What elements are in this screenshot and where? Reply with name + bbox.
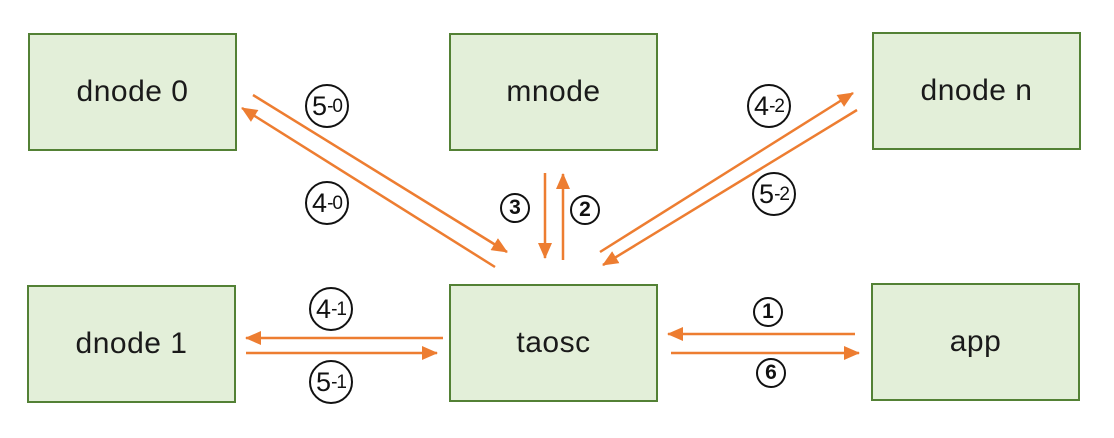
node-app-label: app — [949, 325, 1002, 358]
node-dnode-0-label: dnode 0 — [76, 75, 189, 108]
edge-label-5-0-suffix: -0 — [327, 95, 343, 117]
arrow-5-2 — [602, 108, 858, 267]
edge-label-5-0-digit: 5 — [312, 90, 328, 121]
node-dnode-0: dnode 0 — [28, 33, 237, 151]
edge-label-5-2-digit: 5 — [759, 178, 775, 209]
edge-label-6-digit: 6 — [765, 361, 777, 384]
edge-label-5-1: 5-1 — [309, 360, 353, 404]
edge-label-4-2-suffix: -2 — [769, 95, 785, 117]
edge-label-1-digit: 1 — [762, 300, 774, 323]
edge-label-1: 1 — [753, 297, 783, 327]
node-dnode-n: dnode n — [872, 32, 1081, 150]
edge-label-3: 3 — [500, 193, 530, 223]
edge-label-4-2-digit: 4 — [754, 90, 770, 121]
edge-label-4-0-digit: 4 — [312, 187, 328, 218]
node-mnode: mnode — [449, 33, 658, 151]
node-mnode-label: mnode — [506, 75, 601, 108]
edge-label-5-2: 5-2 — [752, 172, 796, 216]
edge-label-4-0: 4-0 — [305, 181, 349, 225]
edge-label-5-2-suffix: -2 — [774, 183, 790, 205]
edge-label-4-1: 4-1 — [309, 287, 353, 331]
edge-label-4-2: 4-2 — [747, 84, 791, 128]
edge-label-4-1-suffix: -1 — [331, 298, 347, 320]
edge-label-4-1-digit: 4 — [316, 293, 332, 324]
edge-label-5-1-digit: 5 — [316, 366, 332, 397]
node-taosc-label: taosc — [516, 326, 591, 359]
arrow-5-0 — [252, 93, 508, 254]
edge-label-3-digit: 3 — [509, 196, 521, 219]
edge-label-2: 2 — [570, 195, 600, 225]
arrow-4-0 — [241, 106, 496, 269]
node-dnode-n-label: dnode n — [920, 74, 1033, 107]
node-dnode-1-label: dnode 1 — [75, 327, 188, 360]
node-app: app — [871, 283, 1080, 401]
node-taosc: taosc — [449, 284, 658, 402]
edge-label-4-0-suffix: -0 — [327, 192, 343, 214]
edge-label-6: 6 — [756, 358, 786, 388]
edge-label-2-digit: 2 — [579, 198, 591, 221]
arrow-4-2 — [599, 91, 854, 254]
node-dnode-1: dnode 1 — [27, 285, 236, 403]
edge-label-5-1-suffix: -1 — [331, 371, 347, 393]
edge-label-5-0: 5-0 — [305, 84, 349, 128]
